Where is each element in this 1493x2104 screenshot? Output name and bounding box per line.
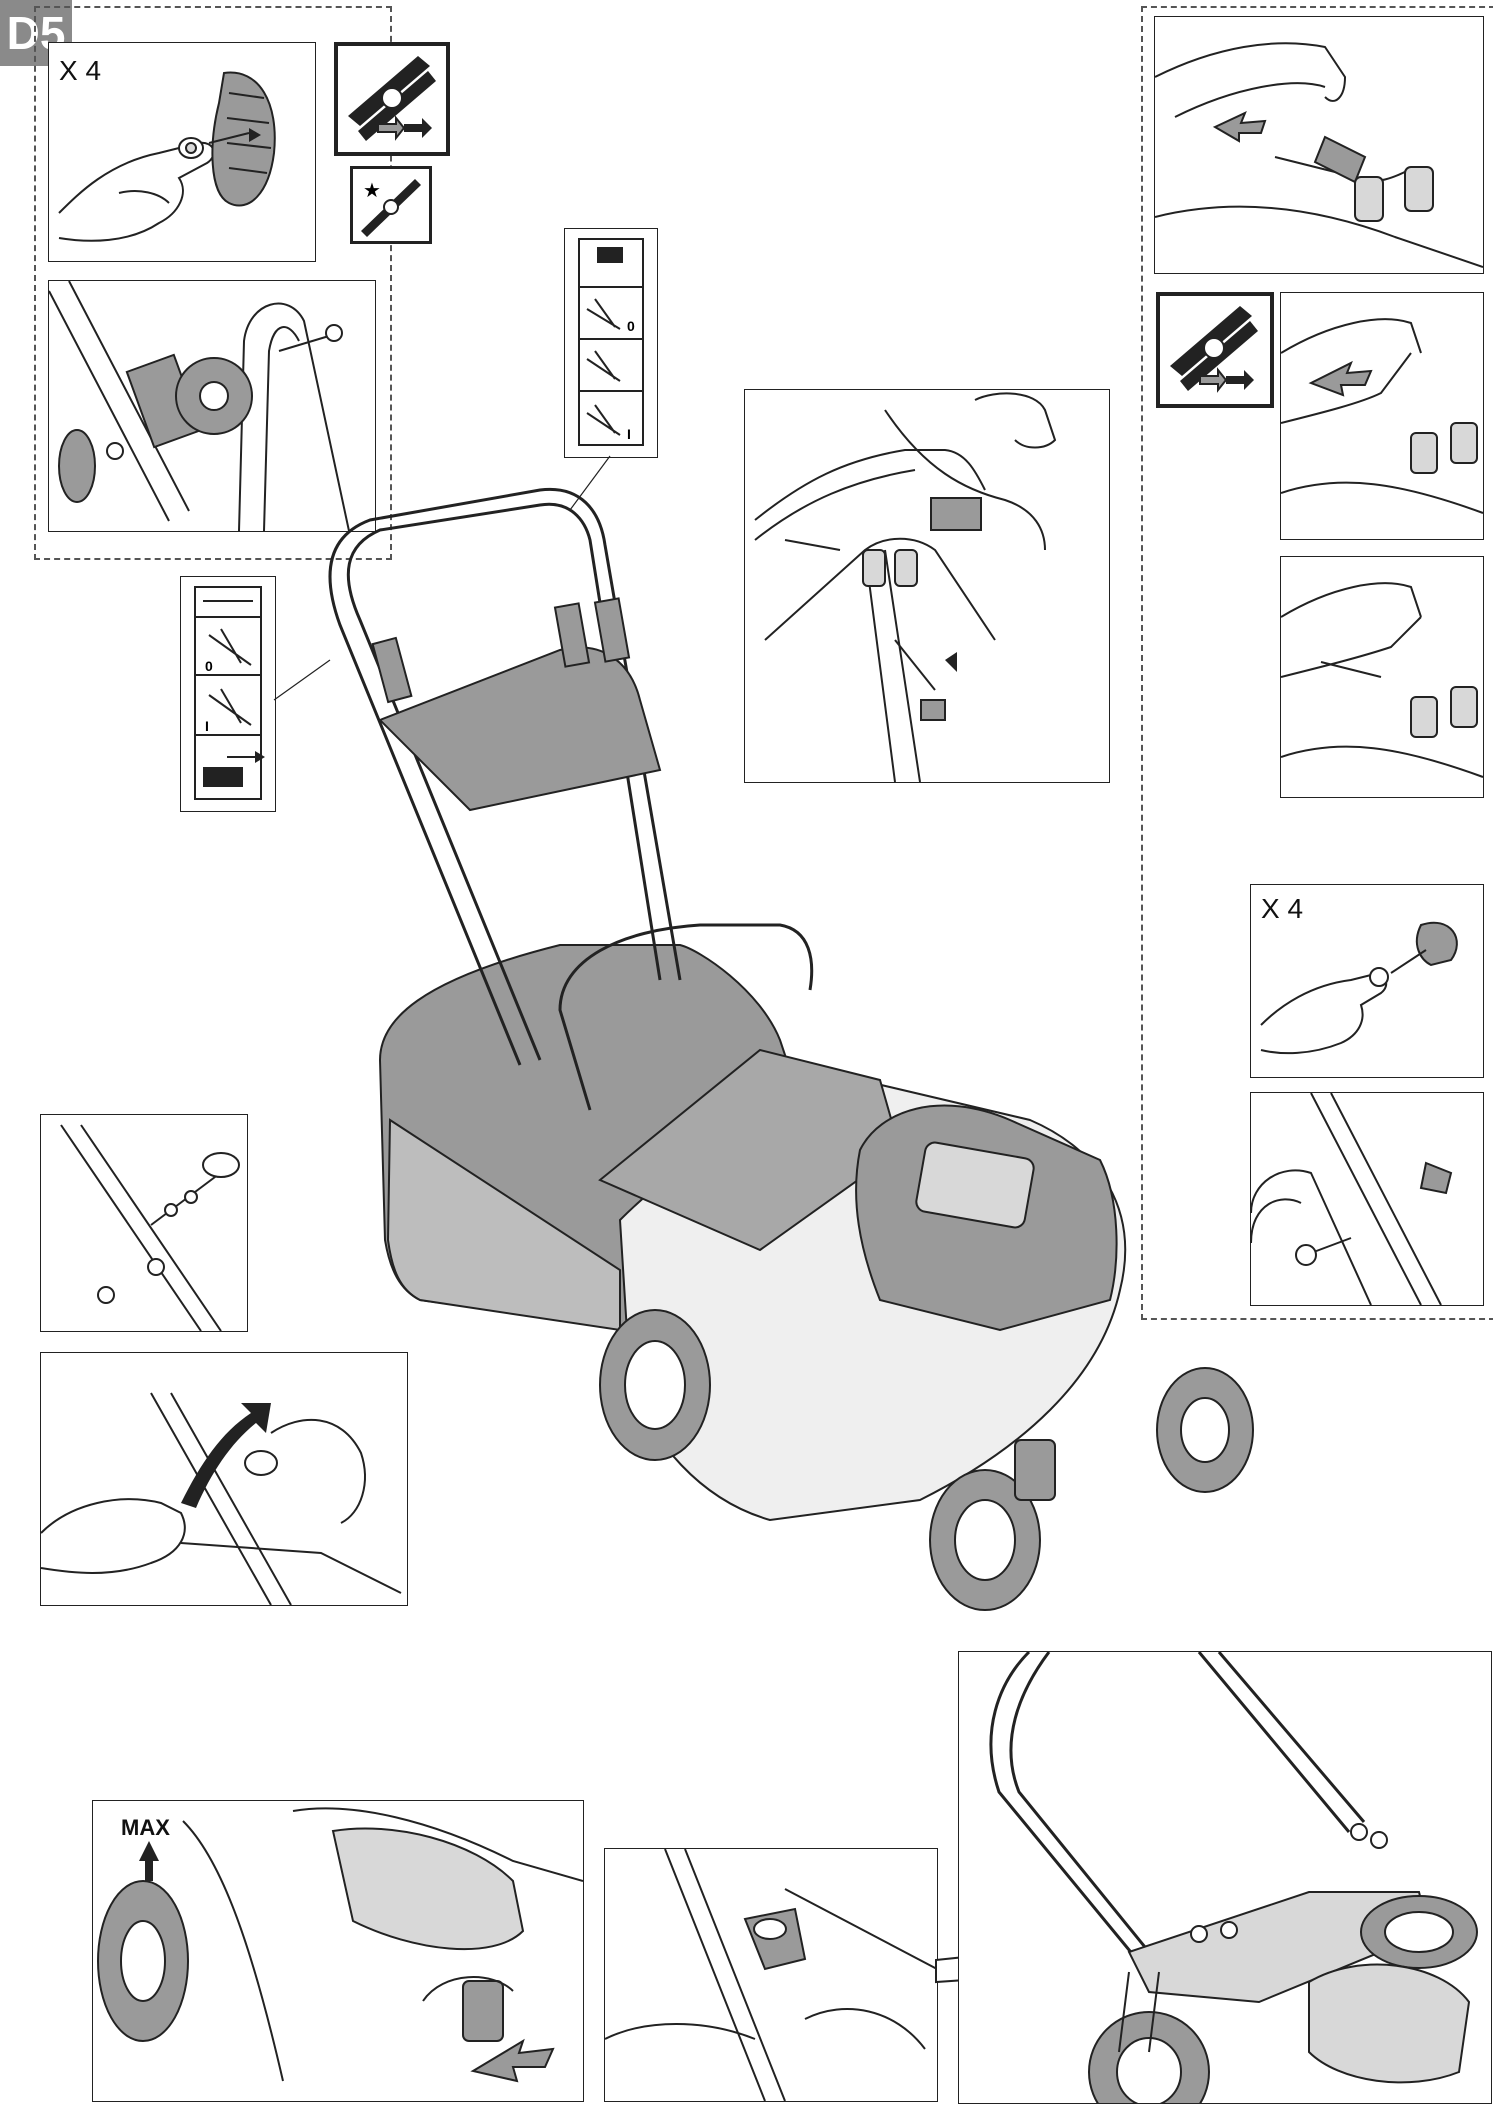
blade-symbol-icon xyxy=(348,56,436,141)
svg-text:★: ★ xyxy=(363,178,381,202)
cable-routing-2-drawing xyxy=(1281,318,1483,514)
blade-symbol-right xyxy=(1156,292,1274,408)
panel-cable-bracket xyxy=(604,1848,938,2102)
top-right-group-outline xyxy=(1141,6,1493,1320)
handle-mount-drawing xyxy=(989,1652,1478,2103)
one-label: I xyxy=(627,426,631,442)
panel-handle-mount xyxy=(958,1651,1492,2104)
panel-oil-fill: MAX xyxy=(92,1800,584,2102)
blade-symbol-small: ★ xyxy=(350,166,432,244)
control-decal-left-drawing: 0 I xyxy=(194,586,265,800)
zero-label: 0 xyxy=(205,658,213,674)
panel-cable-routing-2 xyxy=(1280,292,1484,540)
handle-bolt-right-drawing xyxy=(1251,1093,1453,1305)
cable-routing-1-drawing xyxy=(1155,42,1483,268)
panel-cable-routing-3 xyxy=(1280,556,1484,798)
cable-clip-drawing xyxy=(754,392,1057,782)
cable-bracket-drawing xyxy=(605,1849,937,2101)
starter-rope-drawing xyxy=(41,1392,402,1605)
blade-symbol-icon xyxy=(1170,306,1258,393)
cable-routing-3-drawing xyxy=(1281,582,1483,778)
panel-knob-nut: X 4 xyxy=(48,42,316,262)
top-left-group-outline xyxy=(34,6,392,560)
panel-handle-bolt-right xyxy=(1250,1092,1484,1306)
control-decal-upper: 0 I xyxy=(564,228,658,458)
panel-cable-routing-1 xyxy=(1154,16,1484,274)
panel-starter-rope xyxy=(40,1352,408,1606)
max-label: MAX xyxy=(121,1815,170,1840)
quantity-label: X 4 xyxy=(1261,893,1304,924)
knob-nut-right-drawing xyxy=(1260,921,1458,1055)
panel-cable-clip xyxy=(744,389,1110,783)
knob-nut-drawing xyxy=(58,71,276,242)
page-badge: D5 xyxy=(0,0,72,66)
control-decal-left: 0 I xyxy=(180,576,276,812)
handle-bolt-drawing xyxy=(49,281,350,531)
oil-fill-drawing xyxy=(97,1807,583,2083)
quantity-label: X 4 xyxy=(59,55,102,86)
panel-handle-bolt xyxy=(48,280,376,532)
one-label: I xyxy=(205,718,209,734)
blade-star-icon: ★ xyxy=(361,178,421,237)
panel-knob-nut-right: X 4 xyxy=(1250,884,1484,1078)
blade-symbol-large xyxy=(334,42,450,156)
zero-label: 0 xyxy=(627,318,635,334)
panel-cable-pin xyxy=(40,1114,248,1332)
control-decal-upper-drawing: 0 I xyxy=(578,238,644,446)
cable-pin-drawing xyxy=(60,1124,240,1331)
